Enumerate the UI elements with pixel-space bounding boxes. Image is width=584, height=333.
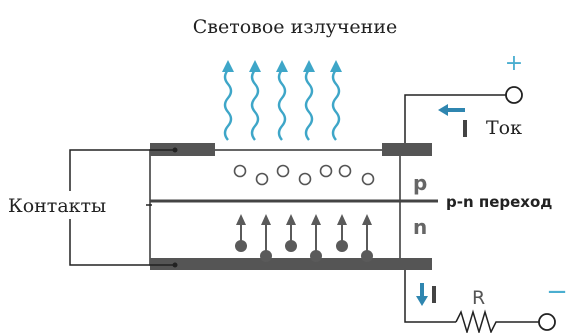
contacts-label: Контакты: [8, 195, 106, 217]
p-region-label: p: [413, 171, 427, 195]
hole: [361, 172, 375, 186]
hole: [233, 164, 247, 178]
contacts-bracket: [69, 149, 175, 266]
wave-arrowhead: [249, 60, 261, 72]
light-wave-arrowheads: [222, 60, 342, 72]
current-arrow-top: [438, 104, 465, 116]
light-wave: [250, 69, 260, 141]
light-wave: [277, 69, 287, 141]
contact-points: [172, 147, 178, 268]
hole: [298, 172, 312, 186]
hole: [319, 164, 333, 178]
wave-arrowhead: [276, 60, 288, 72]
positive-wire: [404, 94, 506, 143]
electron-down: [336, 214, 348, 252]
positive-terminal: [505, 86, 523, 104]
contact-dot: [172, 262, 178, 268]
holes: [233, 164, 375, 186]
hole: [338, 164, 352, 178]
n-region-label: n: [413, 215, 427, 239]
current-indicator-bar: [463, 120, 467, 137]
bottom-electrode: [150, 258, 432, 270]
title-text: Световое излучение: [193, 16, 398, 38]
hole: [276, 164, 290, 178]
electron-up: [361, 214, 373, 262]
electron-up: [310, 214, 322, 262]
hole: [255, 172, 269, 186]
contact-dot: [172, 147, 178, 153]
light-wave: [223, 69, 233, 141]
wave-arrowhead: [222, 60, 234, 72]
electrons: [235, 214, 373, 262]
electron-down: [235, 214, 247, 252]
light-wave: [304, 69, 314, 141]
electron-down: [285, 214, 297, 252]
wave-arrowhead: [303, 60, 315, 72]
negative-wire: [404, 270, 539, 333]
light-wave: [331, 69, 341, 141]
wave-arrowhead: [330, 60, 342, 72]
top-right-electrode: [382, 143, 432, 156]
current-indicator-bar-bottom: [432, 286, 436, 303]
current-label: Ток: [486, 117, 522, 139]
current-arrow-bottom: [416, 283, 428, 306]
resistor-label: R: [472, 287, 485, 309]
negative-terminal: [538, 313, 556, 331]
led-body: [149, 149, 401, 266]
plus-sign: +: [505, 51, 523, 76]
electron-up: [260, 214, 272, 262]
top-left-electrode: [150, 143, 215, 156]
pn-junction-label: p-n переход: [446, 193, 552, 211]
minus-sign: −: [546, 277, 568, 307]
light-waves: [223, 69, 341, 141]
